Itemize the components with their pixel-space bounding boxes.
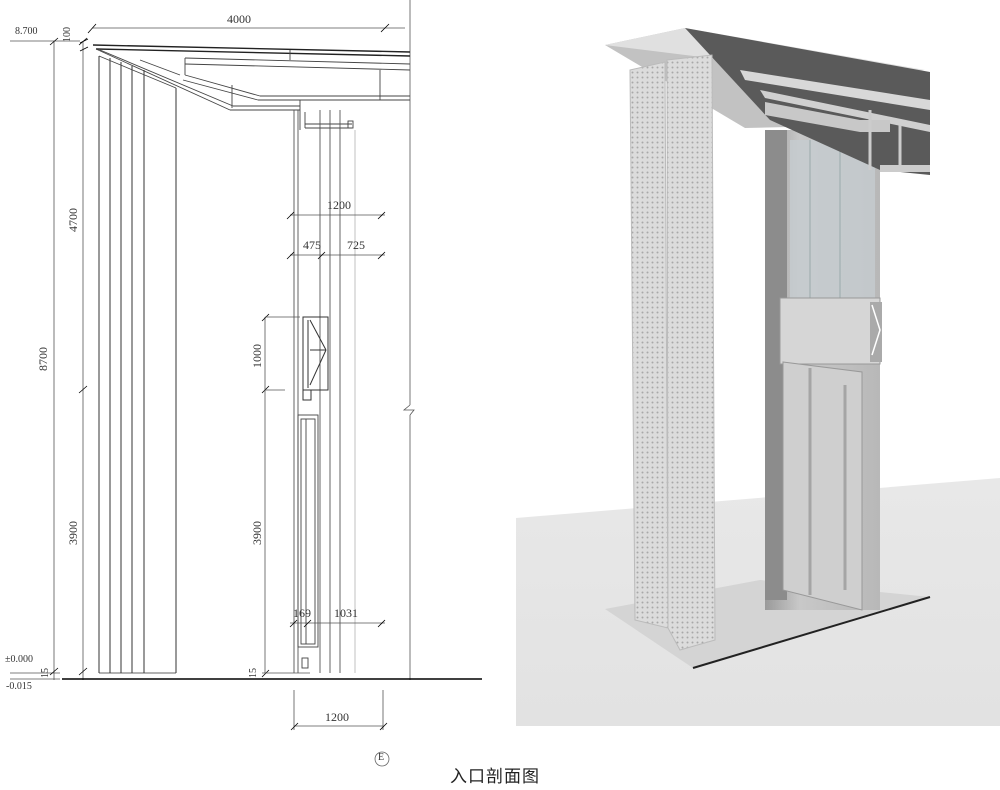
perforated-column-right — [666, 54, 716, 651]
section-drawing — [10, 0, 482, 767]
perforated-column-left — [629, 61, 669, 629]
middle-panel — [779, 297, 881, 365]
caption-text: 入口剖面图 — [450, 767, 540, 787]
grid-axis-circle — [374, 751, 390, 767]
lower-door-panel — [782, 361, 863, 611]
render-3d — [516, 28, 1000, 726]
figure-caption: 入口剖面图 — [0, 762, 1000, 787]
